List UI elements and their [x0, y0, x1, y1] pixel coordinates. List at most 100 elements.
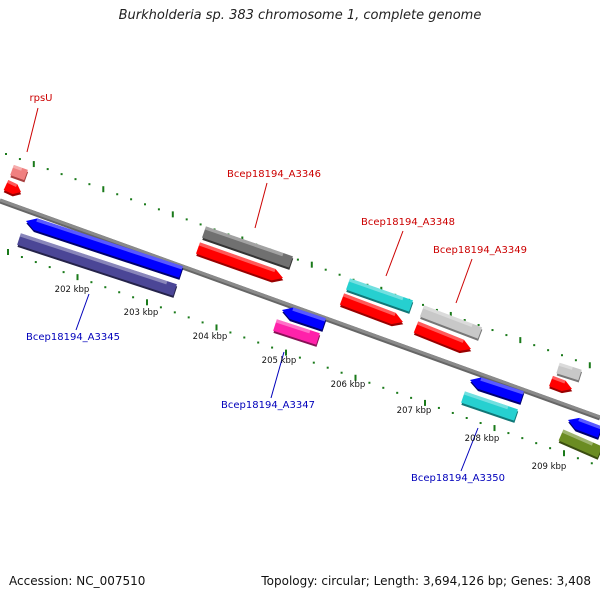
gene-a3346-block: [202, 226, 294, 270]
accession-text: Accession: NC_007510: [9, 574, 146, 588]
callout-line: [26, 107, 39, 153]
scale-label: 208 kbp: [465, 434, 500, 444]
gene-a3350-block: [461, 391, 519, 423]
map-title: Burkholderia sp. 383 chromosome 1, compl…: [118, 8, 482, 23]
scale-label: 205 kbp: [262, 356, 297, 366]
gene-a3350-block-shape: [461, 391, 518, 421]
gene-a3347-block-shine: [275, 319, 311, 334]
scale-label: 203 kbp: [124, 308, 159, 318]
gene-a3346-block-body: [202, 226, 294, 270]
gene-next-arrow-shine: [551, 375, 566, 384]
gene-a3345-arrow: [26, 218, 184, 280]
gene-a3349-arrow-shape: [413, 321, 472, 351]
gene-label: Bcep18194_A3345: [26, 332, 120, 343]
gene-rpsU-arrow-shape: [3, 180, 22, 195]
gene-next-arrow-body: [549, 375, 573, 394]
gene-a3345-block-body: [17, 233, 178, 298]
gene-a3347-block-body: [273, 319, 321, 347]
callout-line: [75, 293, 90, 331]
gene-a3348-block: [346, 278, 414, 314]
genome-backbone: [0, 198, 600, 419]
gene-a3348-block-shape: [346, 278, 413, 312]
gene-a3349-arrow-shine: [416, 321, 464, 343]
gene-a3350-arrow-shine: [480, 377, 524, 395]
gene-next2-arrow: [568, 417, 600, 440]
gene-a3347-block-shape: [273, 319, 320, 345]
gene-a3346-block-shape: [202, 226, 293, 268]
gene-a3345-block-shape: [17, 233, 177, 296]
gene-a3347-arrow-shape: [282, 307, 326, 330]
gene-a3347-block: [273, 319, 321, 347]
gene-next-block: [556, 362, 583, 383]
gene-rpsU-block-shape: [10, 164, 28, 181]
gene-rpsU-block-body: [10, 164, 29, 183]
gene-a3346-arrow-shine: [198, 242, 276, 273]
gene-a3350-block-shine: [463, 391, 509, 410]
gene-a3350-block-body: [461, 391, 519, 423]
gene-label: Bcep18194_A3347: [221, 400, 315, 411]
gene-next2-arrow-body: [568, 417, 600, 440]
gene-next2-block: [558, 429, 600, 460]
gene-a3349-block: [419, 305, 483, 341]
gene-rpsU-block: [10, 164, 29, 183]
gene-label: Bcep18194_A3350: [411, 473, 505, 484]
scale-label: 204 kbp: [193, 332, 228, 342]
callout-line: [254, 182, 268, 229]
gene-a3345-block: [17, 233, 178, 298]
callout-line: [455, 258, 473, 304]
gene-label: rpsU: [30, 93, 53, 104]
scale-label: 207 kbp: [397, 406, 432, 416]
genome-backbone-layer: [0, 198, 600, 421]
gene-a3348-arrow-body: [339, 293, 404, 327]
gene-rpsU-arrow: [3, 180, 22, 197]
gene-a3348-arrow-shape: [339, 293, 403, 325]
tick-marks: [5, 153, 593, 465]
gene-next2-block-shape: [558, 429, 600, 458]
scale-label: 209 kbp: [532, 462, 567, 472]
scale-labels: 202 kbp 203 kbp 204 kbp 205 kbp 206 kbp 207 k…: [55, 285, 567, 472]
gene-a3348-block-shine: [348, 278, 404, 301]
gene-next-block-shine: [558, 362, 573, 370]
gene-a3346-arrow-body: [196, 242, 284, 283]
gene-a3350-arrow: [470, 377, 525, 405]
gene-next2-arrow-shape: [568, 417, 600, 438]
gene-a3349-block-shine: [422, 305, 473, 327]
gene-a3347-arrow-body: [282, 307, 327, 332]
gene-rpsU-block-shine: [12, 164, 23, 171]
gene-a3350-arrow-body: [470, 377, 525, 405]
gene-next-arrow: [549, 375, 573, 394]
gene-a3346-arrow-shape: [196, 242, 283, 281]
gene-a3348-arrow: [339, 293, 404, 327]
callout-line: [270, 351, 285, 399]
callout-line: [460, 427, 479, 472]
gene-a3349-arrow-body: [413, 321, 472, 354]
gene-a3347-arrow-shine: [292, 307, 326, 322]
gene-next2-block-body: [558, 429, 600, 460]
gene-label: Bcep18194_A3348: [361, 217, 455, 228]
gene-a3347-arrow: [282, 307, 327, 332]
gene-next2-block-shine: [562, 429, 594, 446]
gene-a3346-arrow: [196, 242, 284, 283]
gene-a3345-block-shine: [19, 233, 168, 285]
gene-callouts: rpsU Bcep18194_A3345 Bcep18194_A3346Bcep18…: [26, 93, 527, 484]
gene-a3349-block-shape: [419, 305, 483, 339]
gene-next-block-body: [556, 362, 583, 383]
gene-a3349-arrow: [413, 321, 472, 354]
gene-a3348-block-body: [346, 278, 414, 314]
callout-line: [385, 230, 404, 277]
gene-a3348-arrow-shine: [342, 293, 396, 317]
gene-rpsU-arrow-shine: [7, 180, 18, 188]
gene-a3345-arrow-shine: [36, 218, 183, 270]
gene-label: Bcep18194_A3346: [227, 169, 321, 180]
gene-features: [3, 164, 600, 460]
scale-label: 206 kbp: [331, 380, 366, 390]
scale-label: 202 kbp: [55, 285, 90, 295]
gene-a3345-arrow-body: [26, 218, 184, 280]
gene-next2-arrow-shine: [578, 417, 600, 430]
gene-rpsU-arrow-body: [3, 180, 22, 197]
gene-label: Bcep18194_A3349: [433, 245, 527, 256]
genome-summary-text: Topology: circular; Length: 3,694,126 bp…: [261, 574, 591, 588]
gene-next-block-shape: [556, 362, 582, 381]
gene-next-arrow-shape: [549, 375, 572, 391]
